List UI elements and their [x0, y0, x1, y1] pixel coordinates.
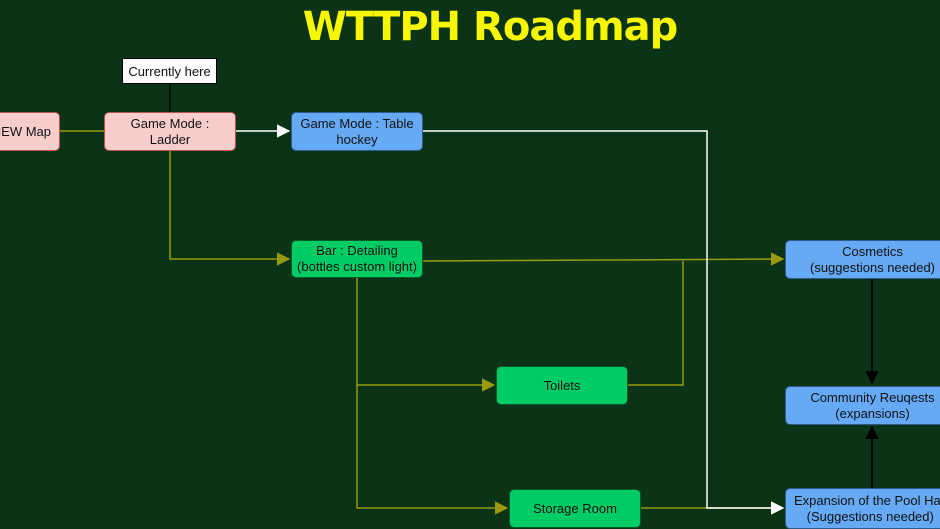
diagram-title: WTTPH Roadmap [302, 4, 679, 50]
node-game-mode-ladder[interactable]: Game Mode : Ladder [104, 112, 236, 151]
node-toilets[interactable]: Toilets [496, 366, 628, 405]
link-tablehockey-to-expansion [423, 130, 785, 515]
link-toilets-to-cosmetics [628, 261, 684, 386]
node-game-mode-table-hockey[interactable]: Game Mode : Table hockey [291, 112, 423, 151]
link-bar-to-cosmetics [422, 252, 785, 266]
node-expansion-pool-hall[interactable]: Expansion of the Pool Hall (Suggestions … [785, 488, 940, 529]
link-bar-to-toilets [356, 278, 496, 392]
link-bar-to-storage [356, 385, 509, 515]
node-community-requests[interactable]: Community Reuqests (expansions) [785, 386, 940, 425]
node-storage-room[interactable]: Storage Room [509, 489, 641, 528]
node-bar-detailing[interactable]: Bar : Detailing (bottles custom light) [291, 240, 423, 278]
node-new-map[interactable]: NEW Map [0, 112, 60, 151]
currently-here-note: Currently here [122, 58, 217, 84]
link-ladder-to-bar [169, 150, 291, 266]
node-cosmetics[interactable]: Cosmetics (suggestions needed) [785, 240, 940, 279]
